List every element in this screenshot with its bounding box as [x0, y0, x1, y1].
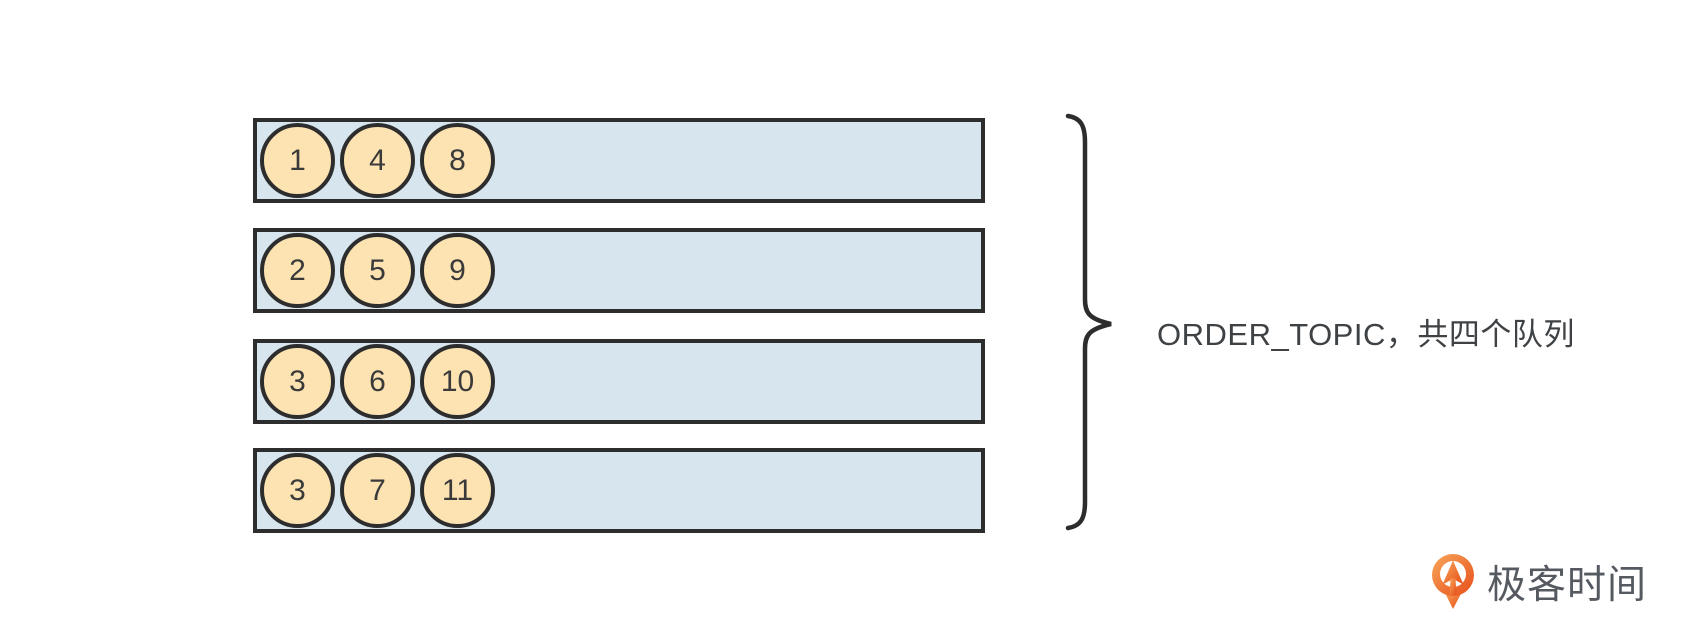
- message-circle: 6: [340, 344, 415, 419]
- message-circle: 5: [340, 233, 415, 308]
- geektime-pin-arrow-icon: [1432, 554, 1474, 609]
- queue-row-1: 1 4 8: [253, 118, 985, 203]
- queue-row-2: 2 5 9: [253, 228, 985, 313]
- message-circle: 4: [340, 123, 415, 198]
- geektime-logo-text: 极客时间: [1487, 564, 1648, 607]
- message-circle: 1: [260, 123, 335, 198]
- message-circle: 10: [420, 344, 495, 419]
- curly-brace-icon: [1065, 113, 1112, 531]
- geektime-logo: 极客时间: [1430, 552, 1647, 612]
- queue-row-4: 3 7 11: [253, 448, 985, 533]
- message-circle: 2: [260, 233, 335, 308]
- message-circle: 3: [260, 344, 335, 419]
- message-circle: 11: [420, 453, 495, 528]
- message-circle: 7: [340, 453, 415, 528]
- message-circle: 3: [260, 453, 335, 528]
- topic-annotation-label: ORDER_TOPIC，共四个队列: [1157, 317, 1575, 352]
- queue-row-3: 3 6 10: [253, 339, 985, 424]
- message-circle: 8: [420, 123, 495, 198]
- message-circle: 9: [420, 233, 495, 308]
